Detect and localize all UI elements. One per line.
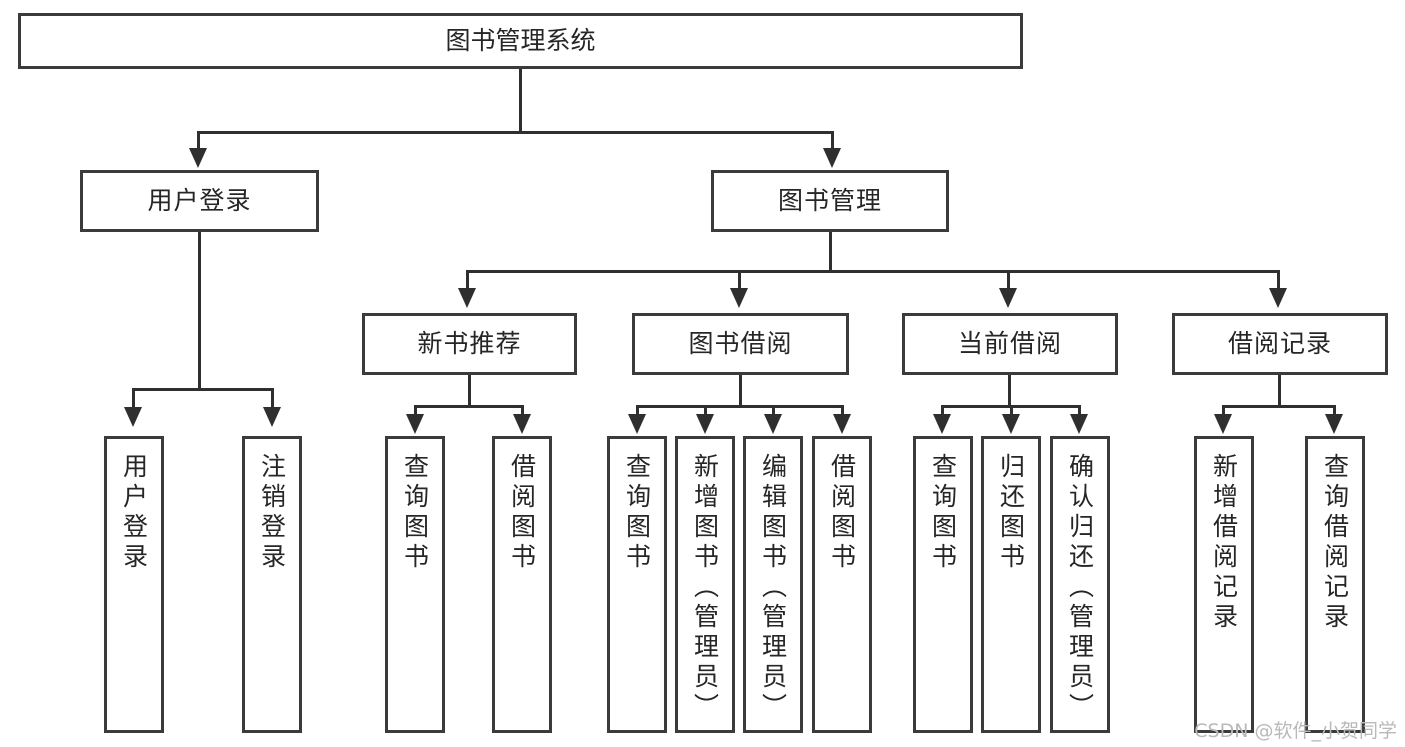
edge-newbookrec-to-l4	[521, 405, 524, 417]
node-borrow-record-label: 借阅记录	[1227, 329, 1332, 358]
edge-borrowrecord-bus	[1222, 405, 1336, 408]
arrow-borrowrecord-to-l12	[1214, 414, 1232, 434]
node-current-borrow[interactable]: 当前借阅	[902, 313, 1118, 375]
arrow-bookborrow-to-l6	[696, 414, 714, 434]
node-book-borrow-label: 图书借阅	[688, 329, 793, 358]
node-new-book-rec[interactable]: 新书推荐	[362, 313, 577, 375]
edge-newbookrec-to-l3	[414, 405, 417, 417]
edge-borrowrecord-to-l12	[1222, 405, 1225, 417]
leaf-current-query[interactable]: 查询图书	[913, 436, 973, 733]
leaf-newbook-query[interactable]: 查询图书	[385, 436, 445, 733]
arrow-bookmanage-to-n6	[1269, 288, 1287, 308]
node-book-manage-label: 图书管理	[777, 186, 882, 215]
arrow-bookmanage-to-n3	[458, 288, 476, 308]
leaf-record-add[interactable]: 新增借阅记录	[1194, 436, 1254, 733]
node-root-title[interactable]: 图书管理系统	[18, 13, 1023, 69]
leaf-borrow-add[interactable]: 新增图书（管理员）	[675, 436, 735, 733]
leaf-newbook-borrow-label: 借阅图书	[507, 453, 537, 573]
edge-userlogin-stem	[198, 232, 201, 390]
leaf-borrow-edit[interactable]: 编辑图书（管理员）	[743, 436, 803, 733]
edge-bookborrow-bus	[636, 405, 844, 408]
edge-root-bus	[197, 131, 834, 134]
edge-userlogin-to-leaf1	[132, 388, 135, 409]
leaf-user-login[interactable]: 用户登录	[104, 436, 164, 733]
edge-bookmanage-to-n6	[1277, 270, 1280, 290]
arrow-bookborrow-to-l7	[764, 414, 782, 434]
arrow-currentborrow-to-l9	[933, 414, 951, 434]
edge-currentborrow-to-l11	[1078, 405, 1081, 417]
node-current-borrow-label: 当前借阅	[957, 329, 1062, 358]
leaf-borrow-add-label: 新增图书（管理员）	[690, 453, 720, 723]
edge-bookmanage-bus	[466, 270, 1278, 273]
edge-root-to-userlogin	[197, 131, 200, 151]
leaf-borrow-lend[interactable]: 借阅图书	[812, 436, 872, 733]
edge-bookborrow-to-l7	[772, 405, 775, 417]
node-book-manage[interactable]: 图书管理	[711, 170, 949, 232]
edge-borrowrecord-to-l13	[1333, 405, 1336, 417]
edge-userlogin-to-leaf2	[271, 388, 274, 409]
arrow-root-to-userlogin	[189, 148, 207, 168]
edge-bookmanage-to-n4	[738, 270, 741, 290]
node-new-book-rec-label: 新书推荐	[417, 329, 522, 358]
leaf-borrow-lend-label: 借阅图书	[827, 453, 857, 573]
leaf-newbook-borrow[interactable]: 借阅图书	[492, 436, 552, 733]
leaf-record-add-label: 新增借阅记录	[1209, 453, 1239, 633]
leaf-borrow-edit-label: 编辑图书（管理员）	[758, 453, 788, 723]
leaf-record-query[interactable]: 查询借阅记录	[1305, 436, 1365, 733]
edge-currentborrow-to-l9	[941, 405, 944, 417]
leaf-current-return[interactable]: 归还图书	[981, 436, 1041, 733]
edge-userlogin-bus	[132, 388, 274, 391]
edge-bookborrow-to-l6	[704, 405, 707, 417]
arrow-userlogin-to-leaf2	[263, 407, 281, 427]
node-root-label: 图书管理系统	[445, 26, 596, 55]
leaf-current-confirm-label: 确认归还（管理员）	[1065, 453, 1095, 723]
leaf-current-confirm[interactable]: 确认归还（管理员）	[1050, 436, 1110, 733]
edge-bookmanage-stem	[829, 232, 832, 272]
edge-bookborrow-stem	[739, 375, 742, 407]
edge-currentborrow-stem	[1008, 375, 1011, 407]
edge-newbookrec-stem	[468, 375, 471, 407]
edge-bookmanage-to-n3	[466, 270, 469, 290]
node-user-login[interactable]: 用户登录	[80, 170, 319, 232]
leaf-current-return-label: 归还图书	[996, 453, 1026, 573]
leaf-record-query-label: 查询借阅记录	[1320, 453, 1350, 633]
node-user-login-label: 用户登录	[147, 186, 252, 215]
arrow-bookmanage-to-n5	[999, 288, 1017, 308]
leaf-current-query-label: 查询图书	[928, 453, 958, 573]
edge-root-stem	[519, 69, 522, 133]
node-book-borrow[interactable]: 图书借阅	[632, 313, 849, 375]
arrow-root-to-bookmanage	[823, 148, 841, 168]
leaf-user-logout[interactable]: 注销登录	[242, 436, 302, 733]
node-borrow-record[interactable]: 借阅记录	[1172, 313, 1388, 375]
edge-bookborrow-to-l8	[841, 405, 844, 417]
leaf-newbook-query-label: 查询图书	[400, 453, 430, 573]
arrow-newbookrec-to-l4	[513, 414, 531, 434]
csdn-watermark: CSDN @软件_小贺同学	[1194, 720, 1397, 742]
arrow-bookborrow-to-l8	[833, 414, 851, 434]
arrow-userlogin-to-leaf1	[124, 407, 142, 427]
arrow-currentborrow-to-l10	[1002, 414, 1020, 434]
leaf-user-login-label: 用户登录	[119, 453, 149, 573]
leaf-borrow-query[interactable]: 查询图书	[607, 436, 667, 733]
arrow-newbookrec-to-l3	[406, 414, 424, 434]
leaf-user-logout-label: 注销登录	[257, 453, 287, 573]
edge-borrowrecord-stem	[1278, 375, 1281, 407]
edge-bookmanage-to-n5	[1007, 270, 1010, 290]
edge-bookborrow-to-l5	[636, 405, 639, 417]
leaf-borrow-query-label: 查询图书	[622, 453, 652, 573]
arrow-bookmanage-to-n4	[730, 288, 748, 308]
edge-currentborrow-to-l10	[1010, 405, 1013, 417]
arrow-borrowrecord-to-l13	[1325, 414, 1343, 434]
arrow-currentborrow-to-l11	[1070, 414, 1088, 434]
edge-root-to-bookmanage	[831, 131, 834, 151]
arrow-bookborrow-to-l5	[628, 414, 646, 434]
edge-newbookrec-bus	[414, 405, 524, 408]
